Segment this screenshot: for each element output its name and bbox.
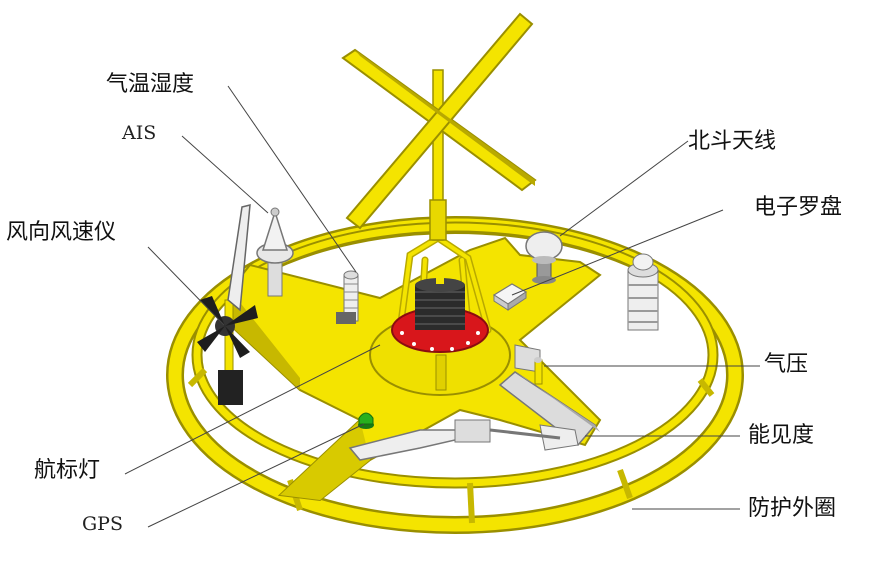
label-air-pressure: 气压 — [764, 352, 809, 377]
ring-sensor-tower — [627, 253, 659, 331]
protective-ring — [166, 216, 744, 534]
label-navigation-light: 航标灯 — [34, 458, 101, 483]
ais-antenna — [256, 207, 294, 297]
label-visibility: 能见度 — [748, 423, 815, 448]
air-pressure-sensor — [514, 344, 543, 385]
label-protective-ring: 防护外圈 — [748, 496, 837, 521]
label-beidou-antenna: 北斗天线 — [688, 129, 777, 154]
beidou-antenna — [525, 231, 563, 284]
leader-lines — [124, 85, 760, 528]
gps-antenna — [358, 412, 374, 429]
propeller-vane-icon — [197, 204, 258, 405]
electronic-compass — [492, 283, 528, 311]
navigation-beacon-icon — [391, 274, 489, 391]
label-ais: AIS — [122, 122, 157, 144]
label-gps: GPS — [82, 513, 123, 535]
visibility-sensor — [348, 371, 600, 461]
x-antenna-icon — [341, 12, 537, 230]
label-wind-sensor: 风向风速仪 — [6, 220, 117, 245]
label-electronic-compass: 电子罗盘 — [754, 195, 843, 220]
label-temp-humidity: 气温湿度 — [106, 72, 195, 97]
temp-humidity-sensor — [336, 270, 359, 324]
